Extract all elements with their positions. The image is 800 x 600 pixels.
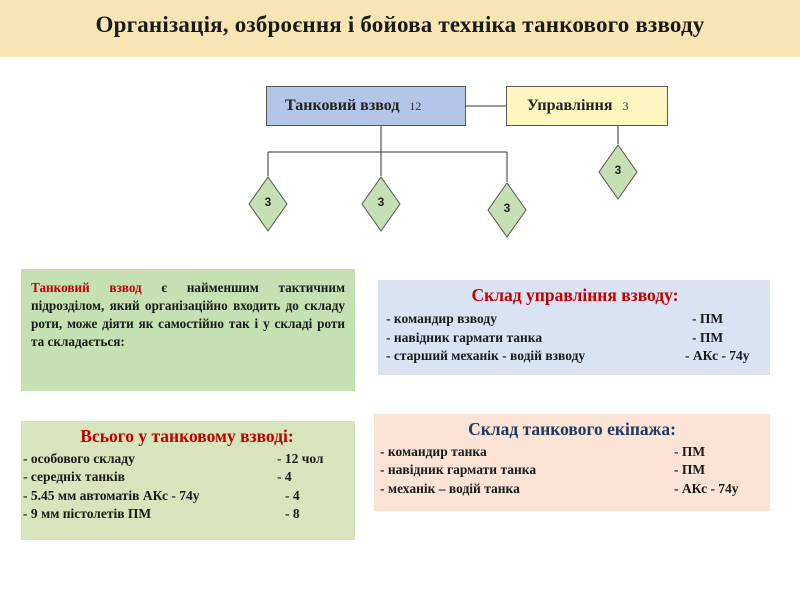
crew-title: Склад танкового екіпажа: xyxy=(468,419,676,439)
staff-role: - навідник гармати танка xyxy=(386,329,543,345)
tank-node-1: 3 xyxy=(248,176,288,232)
list-item: - 5.45 мм автоматів АКс - 74у - 4 xyxy=(23,487,351,506)
crew-weapon: - ПМ xyxy=(674,462,706,477)
totals-item: - середніх танків xyxy=(23,469,125,484)
staff-weapon: - ПМ xyxy=(692,311,724,326)
list-item: - середніх танків - 4 xyxy=(23,468,351,487)
totals-item: - особового складу xyxy=(23,450,135,466)
management-node: Управління 3 xyxy=(506,86,668,126)
list-item: - навідник гармати танка - ПМ xyxy=(386,328,764,347)
platoon-definition-box: Танковий взвод є найменшим тактичним під… xyxy=(21,269,355,391)
list-item: - командир танка - ПМ xyxy=(380,443,764,462)
title-banner: Організація, озброєння і бойова техніка … xyxy=(0,0,800,57)
management-tank-node: 3 xyxy=(598,144,638,200)
staff-weapon: - АКс - 74у xyxy=(685,348,750,363)
management-tank-node-count: 3 xyxy=(614,163,622,177)
totals-title: Всього у танковому взводі: xyxy=(80,426,294,446)
platoon-totals-box: Всього у танковому взводі: - особового с… xyxy=(21,421,355,540)
totals-value: - 4 xyxy=(277,469,292,484)
totals-value: - 4 xyxy=(285,487,300,503)
crew-role: - командир танка xyxy=(380,443,487,459)
management-staff-box: Склад управління взводу: - командир взво… xyxy=(378,280,770,375)
tank-node-2: 3 xyxy=(361,176,401,232)
tank-node-3: 3 xyxy=(487,182,527,238)
staff-role: - командир взводу xyxy=(386,311,497,326)
totals-item: - 5.45 мм автоматів АКс - 74у xyxy=(23,487,200,503)
definition-term: Танковий взвод xyxy=(31,280,142,295)
platoon-node-label: Танковий взвод xyxy=(285,97,400,114)
management-node-count: 3 xyxy=(622,99,629,113)
management-staff-title: Склад управління взводу: xyxy=(471,285,679,305)
crew-weapon: - ПМ xyxy=(674,443,706,459)
totals-item: - 9 мм пістолетів ПМ xyxy=(23,506,152,521)
tank-node-1-count: 3 xyxy=(264,195,272,209)
platoon-node-count: 12 xyxy=(409,99,422,113)
page-title: Організація, озброєння і бойова техніка … xyxy=(95,12,705,37)
tank-node-2-count: 3 xyxy=(377,195,385,209)
totals-value: - 12 чол xyxy=(277,450,324,466)
crew-role: - механік – водій танка xyxy=(380,480,520,496)
totals-value: - 8 xyxy=(285,506,300,521)
tank-node-3-count: 3 xyxy=(503,201,511,215)
tank-crew-box: Склад танкового екіпажа: - командир танк… xyxy=(374,414,770,511)
list-item: - особового складу - 12 чол xyxy=(23,450,351,469)
list-item: - старший механік - водій взводу - АКс -… xyxy=(386,346,764,365)
staff-weapon: - ПМ xyxy=(692,329,724,345)
definition-text: є найменшим тактичним підрозділом, який … xyxy=(31,280,345,349)
list-item: - командир взводу - ПМ xyxy=(386,309,764,328)
management-node-label: Управління xyxy=(527,97,613,114)
list-item: - 9 мм пістолетів ПМ - 8 xyxy=(23,505,351,524)
crew-weapon: - АКс - 74у xyxy=(674,480,739,496)
staff-role: - старший механік - водій взводу xyxy=(386,348,586,363)
platoon-node: Танковий взвод 12 xyxy=(266,86,466,126)
list-item: - механік – водій танка - АКс - 74у xyxy=(380,480,764,499)
list-item: - навідник гармати танка - ПМ xyxy=(380,461,764,480)
crew-role: - навідник гармати танка xyxy=(380,462,537,477)
